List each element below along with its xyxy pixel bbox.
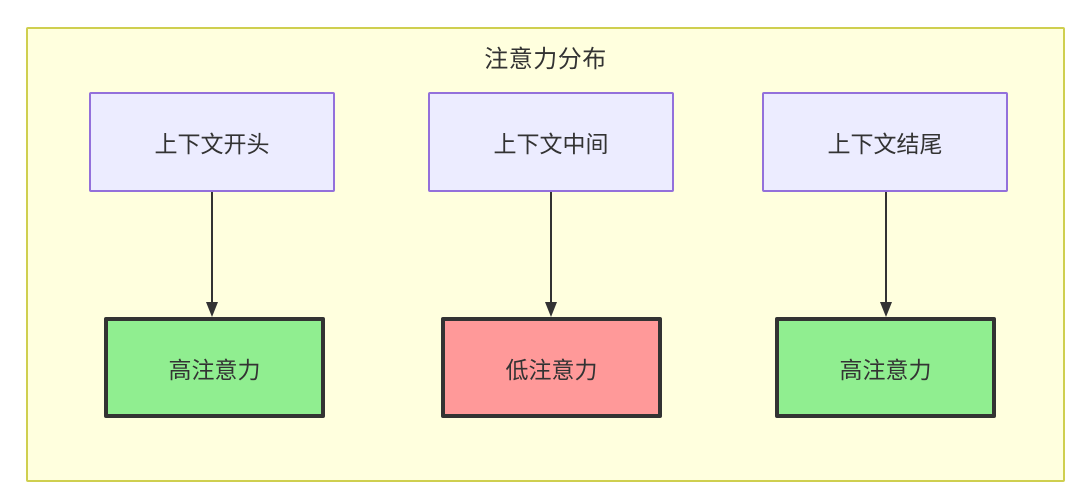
cluster-title: 注意力分布 (484, 46, 607, 73)
node-attention-end-label: 高注意力 (839, 356, 932, 383)
node-attention-middle-label: 低注意力 (505, 356, 598, 383)
node-attention-middle[interactable]: 低注意力 (441, 317, 662, 418)
node-context-start-label: 上下文开头 (154, 131, 270, 157)
node-attention-start-label: 高注意力 (168, 356, 261, 383)
node-context-middle[interactable]: 上下文中间 (428, 92, 674, 192)
node-attention-start[interactable]: 高注意力 (104, 317, 325, 418)
node-context-start[interactable]: 上下文开头 (89, 92, 335, 192)
node-context-end-label: 上下文结尾 (827, 131, 943, 157)
node-attention-end[interactable]: 高注意力 (775, 317, 996, 418)
node-context-end[interactable]: 上下文结尾 (762, 92, 1008, 192)
node-context-middle-label: 上下文中间 (493, 131, 609, 157)
